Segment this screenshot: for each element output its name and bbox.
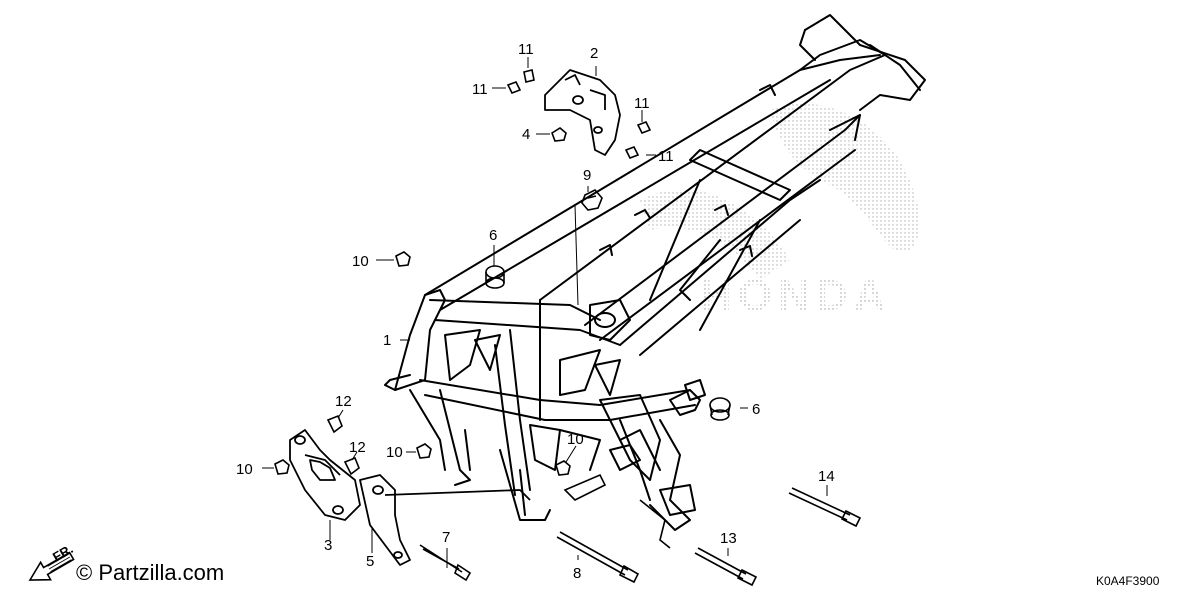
callout-12-lower: 12: [349, 439, 366, 456]
callout-7: 7: [442, 529, 450, 546]
bolt-part-11-right-upper[interactable]: [636, 120, 652, 135]
brand-background-logo: HONDA: [640, 103, 920, 320]
bolt-part-12-upper[interactable]: [326, 414, 343, 434]
front-direction-indicator: FR.: [28, 541, 76, 581]
callout-10-middle: 10: [386, 444, 403, 461]
fasteners: [274, 69, 862, 587]
callout-11-left: 11: [472, 81, 488, 98]
main-frame-part-1[interactable]: [384, 14, 926, 531]
front-mount-bracket-part-5[interactable]: [359, 474, 531, 566]
partzilla-watermark: © Partzilla.com: [76, 560, 224, 585]
bolt-part-11-right-lower[interactable]: [624, 145, 640, 160]
front-mount-bracket-part-3[interactable]: [289, 429, 361, 521]
callout-1: 1: [383, 332, 391, 349]
callout-2: 2: [590, 45, 598, 62]
nut-part-10-right[interactable]: [555, 460, 571, 476]
callout-14: 14: [818, 468, 835, 485]
bracket-part-2[interactable]: [544, 69, 621, 156]
callout-10-right: 10: [567, 431, 584, 448]
callout-5: 5: [366, 553, 374, 570]
callout-3: 3: [324, 537, 332, 554]
leader-lines: [262, 57, 828, 568]
callout-numbers: 1 2 3 4 5 6 6 7 8 9 10 10 10 10 11 11 11…: [236, 41, 835, 582]
nut-part-4[interactable]: [551, 127, 567, 142]
nut-part-10-left[interactable]: [274, 459, 290, 475]
callout-10-upper: 10: [352, 253, 369, 270]
collar-part-6-lower[interactable]: [709, 397, 731, 421]
callout-11-top: 11: [518, 41, 534, 58]
bolt-part-14[interactable]: [788, 487, 862, 528]
callout-13: 13: [720, 530, 737, 547]
callout-10-left: 10: [236, 461, 253, 478]
bolt-part-11-left[interactable]: [506, 80, 522, 95]
bolt-part-13[interactable]: [694, 547, 758, 587]
callout-11-right-upper: 11: [634, 95, 650, 112]
callout-8: 8: [573, 565, 581, 582]
callout-4: 4: [522, 126, 530, 143]
callout-11-right-lower: 11: [658, 148, 674, 165]
collar-part-6-upper[interactable]: [485, 265, 505, 289]
nut-part-10-upper[interactable]: [395, 251, 411, 267]
callout-12-upper: 12: [335, 393, 352, 410]
nut-part-10-middle[interactable]: [416, 443, 432, 459]
callout-9: 9: [583, 167, 591, 184]
bolt-part-7[interactable]: [419, 544, 472, 582]
callout-6-lower: 6: [752, 401, 760, 418]
diagram-code: K0A4F3900: [1096, 574, 1160, 588]
bolt-part-11-top[interactable]: [523, 69, 535, 83]
callout-6-upper: 6: [489, 227, 497, 244]
bolt-part-12-lower[interactable]: [343, 456, 360, 476]
bolt-part-8[interactable]: [556, 531, 640, 584]
grommet-part-9[interactable]: [581, 189, 603, 211]
front-arrow-icon: [28, 551, 75, 581]
